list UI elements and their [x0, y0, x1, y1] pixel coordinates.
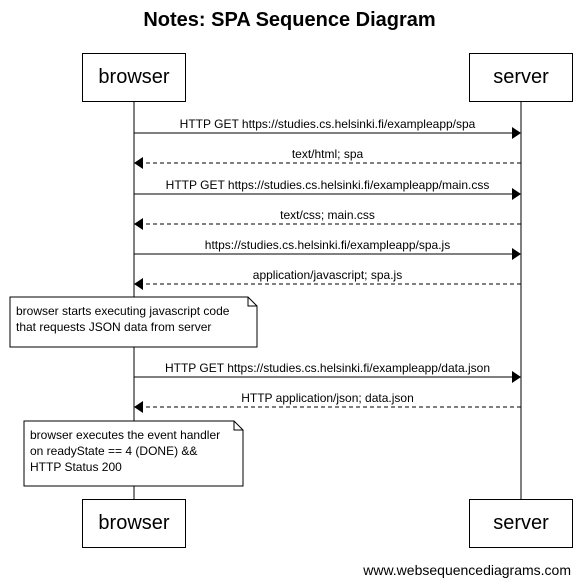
message-label: application/javascript; spa.js [252, 268, 403, 282]
note: browser executes the event handler on rea… [24, 421, 243, 486]
message-arrowhead [134, 401, 143, 413]
message-arrows [134, 127, 521, 413]
note-line: on readyState == 4 (DONE) && [30, 444, 198, 458]
note-shapes [9, 296, 258, 487]
note-text: browser starts executing javascript code… [16, 303, 229, 335]
note-line: that requests JSON data from server [16, 320, 212, 334]
message-label: HTTP application/json; data.json [241, 391, 414, 405]
participant-server-bottom: server [469, 499, 573, 548]
message-label: HTTP GET https://studies.cs.helsinki.fi/… [179, 117, 476, 131]
message-arrowhead [134, 157, 143, 169]
message-arrowhead [512, 188, 521, 200]
message-label: text/html; spa [291, 147, 364, 161]
note-fold [233, 421, 243, 431]
note-box [9, 296, 258, 348]
note-box [23, 420, 244, 487]
message-label: text/css; main.css [280, 208, 375, 222]
message-arrowhead [134, 278, 143, 290]
note: browser starts executing javascript code… [10, 297, 257, 347]
message-arrowhead [512, 127, 521, 139]
note-fold [247, 297, 257, 307]
note-text: browser executes the event handler on rea… [30, 427, 220, 475]
note-line: HTTP Status 200 [30, 460, 122, 474]
message-label: HTTP GET https://studies.cs.helsinki.fi/… [164, 361, 491, 375]
participant-browser-top: browser [82, 53, 186, 102]
participant-server-top: server [469, 53, 573, 102]
note-line: browser starts executing javascript code [16, 304, 230, 318]
participant-browser-bottom: browser [82, 499, 186, 548]
message-label: https://studies.cs.helsinki.fi/exampleap… [204, 238, 451, 252]
message-arrowhead [512, 371, 521, 383]
message-arrowhead [134, 218, 143, 230]
message-arrowhead [512, 248, 521, 260]
diagram-title: Notes: SPA Sequence Diagram [143, 9, 436, 31]
watermark-text: www.websequencediagrams.com [363, 562, 571, 578]
note-line: browser executes the event handler [30, 428, 221, 442]
message-label: HTTP GET https://studies.cs.helsinki.fi/… [165, 178, 490, 192]
